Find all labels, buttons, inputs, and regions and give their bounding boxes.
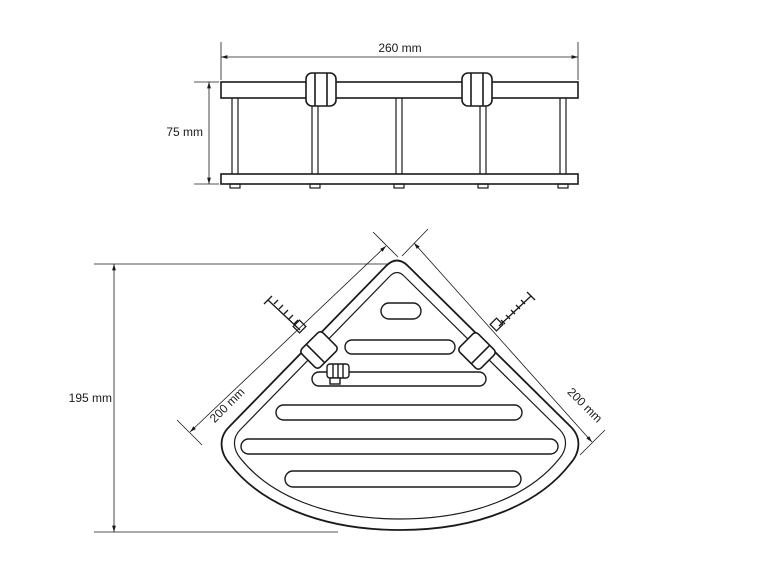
slots — [240, 302, 559, 488]
width-label: 260 mm — [378, 41, 421, 55]
plan-view: 195 mm 200 mm 200 mm — [69, 228, 606, 533]
wall-bracket-left — [305, 72, 337, 107]
height-label: 75 mm — [166, 125, 203, 139]
screw-right-icon — [489, 291, 536, 332]
fixing-knob-icon — [326, 363, 350, 385]
right-side-label: 200 mm — [565, 385, 606, 426]
slot-top — [380, 302, 422, 320]
front-view: 260 mm 75 mm — [166, 41, 579, 189]
right-side-dimension: 200 mm — [401, 228, 606, 456]
height-dimension: 75 mm — [166, 81, 219, 185]
width-dimension: 260 mm — [220, 41, 579, 80]
plan-bracket-right — [458, 332, 496, 370]
feet — [229, 183, 569, 189]
bottom-rail — [220, 173, 579, 185]
depth-label: 195 mm — [69, 391, 112, 405]
slot-5 — [284, 470, 522, 488]
slot-1 — [344, 339, 456, 355]
posts — [231, 98, 567, 174]
wall-bracket-right — [461, 72, 493, 107]
top-rail — [220, 81, 579, 99]
screw-left-icon — [263, 295, 307, 334]
slot-3 — [275, 404, 523, 421]
slot-4 — [240, 438, 559, 455]
left-side-label: 200 mm — [207, 385, 248, 426]
